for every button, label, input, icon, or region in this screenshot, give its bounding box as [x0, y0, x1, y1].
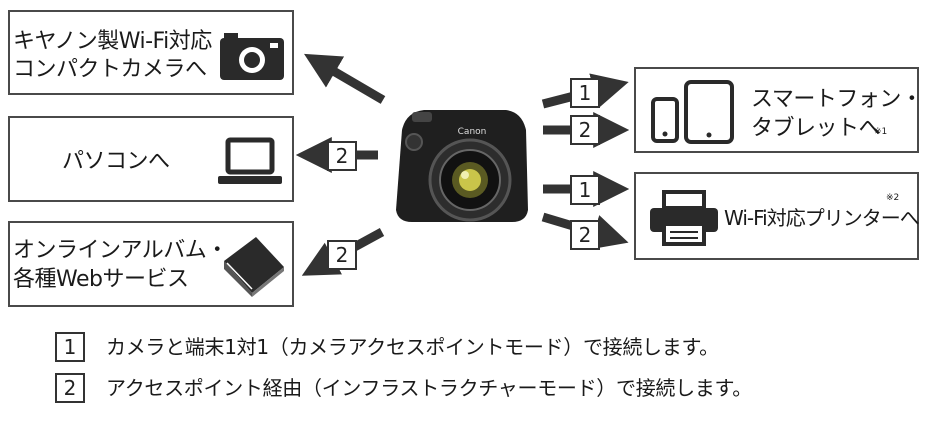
destination-canon-camera: キヤノン製Wi-Fi対応 コンパクトカメラへ — [8, 10, 294, 95]
canon-camera-label-line1: キヤノン製Wi-Fi対応 — [13, 29, 212, 54]
badge-album: 2 — [327, 240, 357, 270]
legend-text-2: アクセスポイント経由（インフラストラクチャーモード）で接続します。 — [106, 376, 752, 400]
printer-icon — [650, 190, 718, 246]
printer-label: Wi-Fi対応プリンターへ — [724, 206, 920, 230]
smartphone-footnote-mark: ※1 — [874, 127, 888, 137]
legend-badge-2: 2 — [55, 373, 85, 403]
smartphone-label-line2: タブレットへ — [751, 116, 881, 141]
canon-camera-label-line2: コンパクトカメラへ — [13, 57, 207, 82]
printer-footnote-mark: ※2 — [886, 193, 900, 203]
destination-pc: パソコンへ — [8, 116, 294, 202]
smartphone-label-line1: スマートフォン・ — [751, 87, 923, 112]
destination-printer: ※2 Wi-Fi対応プリンターへ — [634, 172, 920, 260]
book-icon — [224, 237, 284, 297]
arrow-to-canon-camera — [304, 53, 386, 104]
camera-icon — [220, 33, 284, 80]
destination-smartphone-tablet: スマートフォン・ タブレットへ ※1 — [634, 67, 923, 153]
destination-online-album: オンラインアルバム・ 各種Webサービス — [8, 221, 294, 307]
badge-printer-direct: 1 — [570, 175, 600, 205]
pc-label: パソコンへ — [62, 149, 170, 174]
badge-smartphone-direct: 1 — [570, 78, 600, 108]
badge-printer-infra: 2 — [570, 220, 600, 250]
smartphone-tablet-icon — [651, 80, 734, 144]
legend-badge-1: 1 — [55, 332, 85, 362]
camera-brand-text: Canon — [458, 127, 487, 137]
laptop-icon — [218, 137, 282, 184]
album-label-line2: 各種Webサービス — [13, 267, 189, 292]
badge-smartphone-infra: 2 — [570, 115, 600, 145]
badge-pc: 2 — [327, 141, 357, 171]
center-camera-icon: Canon — [396, 110, 528, 222]
album-label-line1: オンラインアルバム・ — [13, 238, 228, 263]
legend-text-1: カメラと端末1対1（カメラアクセスポイントモード）で接続します。 — [106, 335, 719, 359]
